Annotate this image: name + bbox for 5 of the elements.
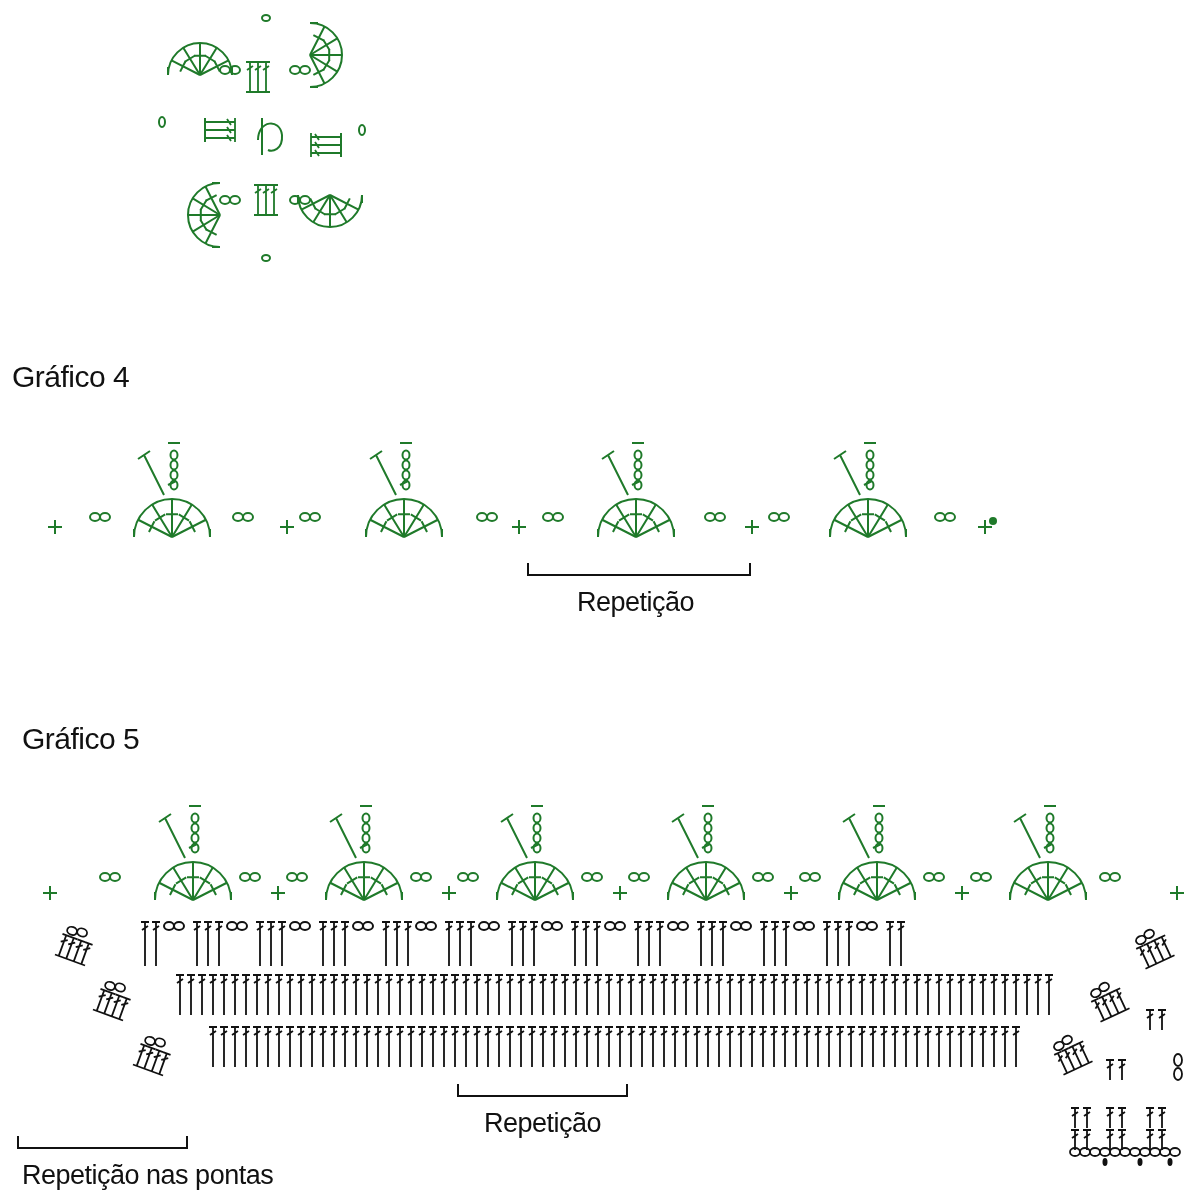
chart-title: Gráfico 5	[22, 722, 140, 756]
repeat-label: Repetição	[577, 587, 695, 618]
repeat-label: Repetição nas pontas	[22, 1160, 274, 1191]
repeat-label: Repetição	[484, 1108, 602, 1139]
chart-title: Gráfico 4	[12, 360, 130, 394]
